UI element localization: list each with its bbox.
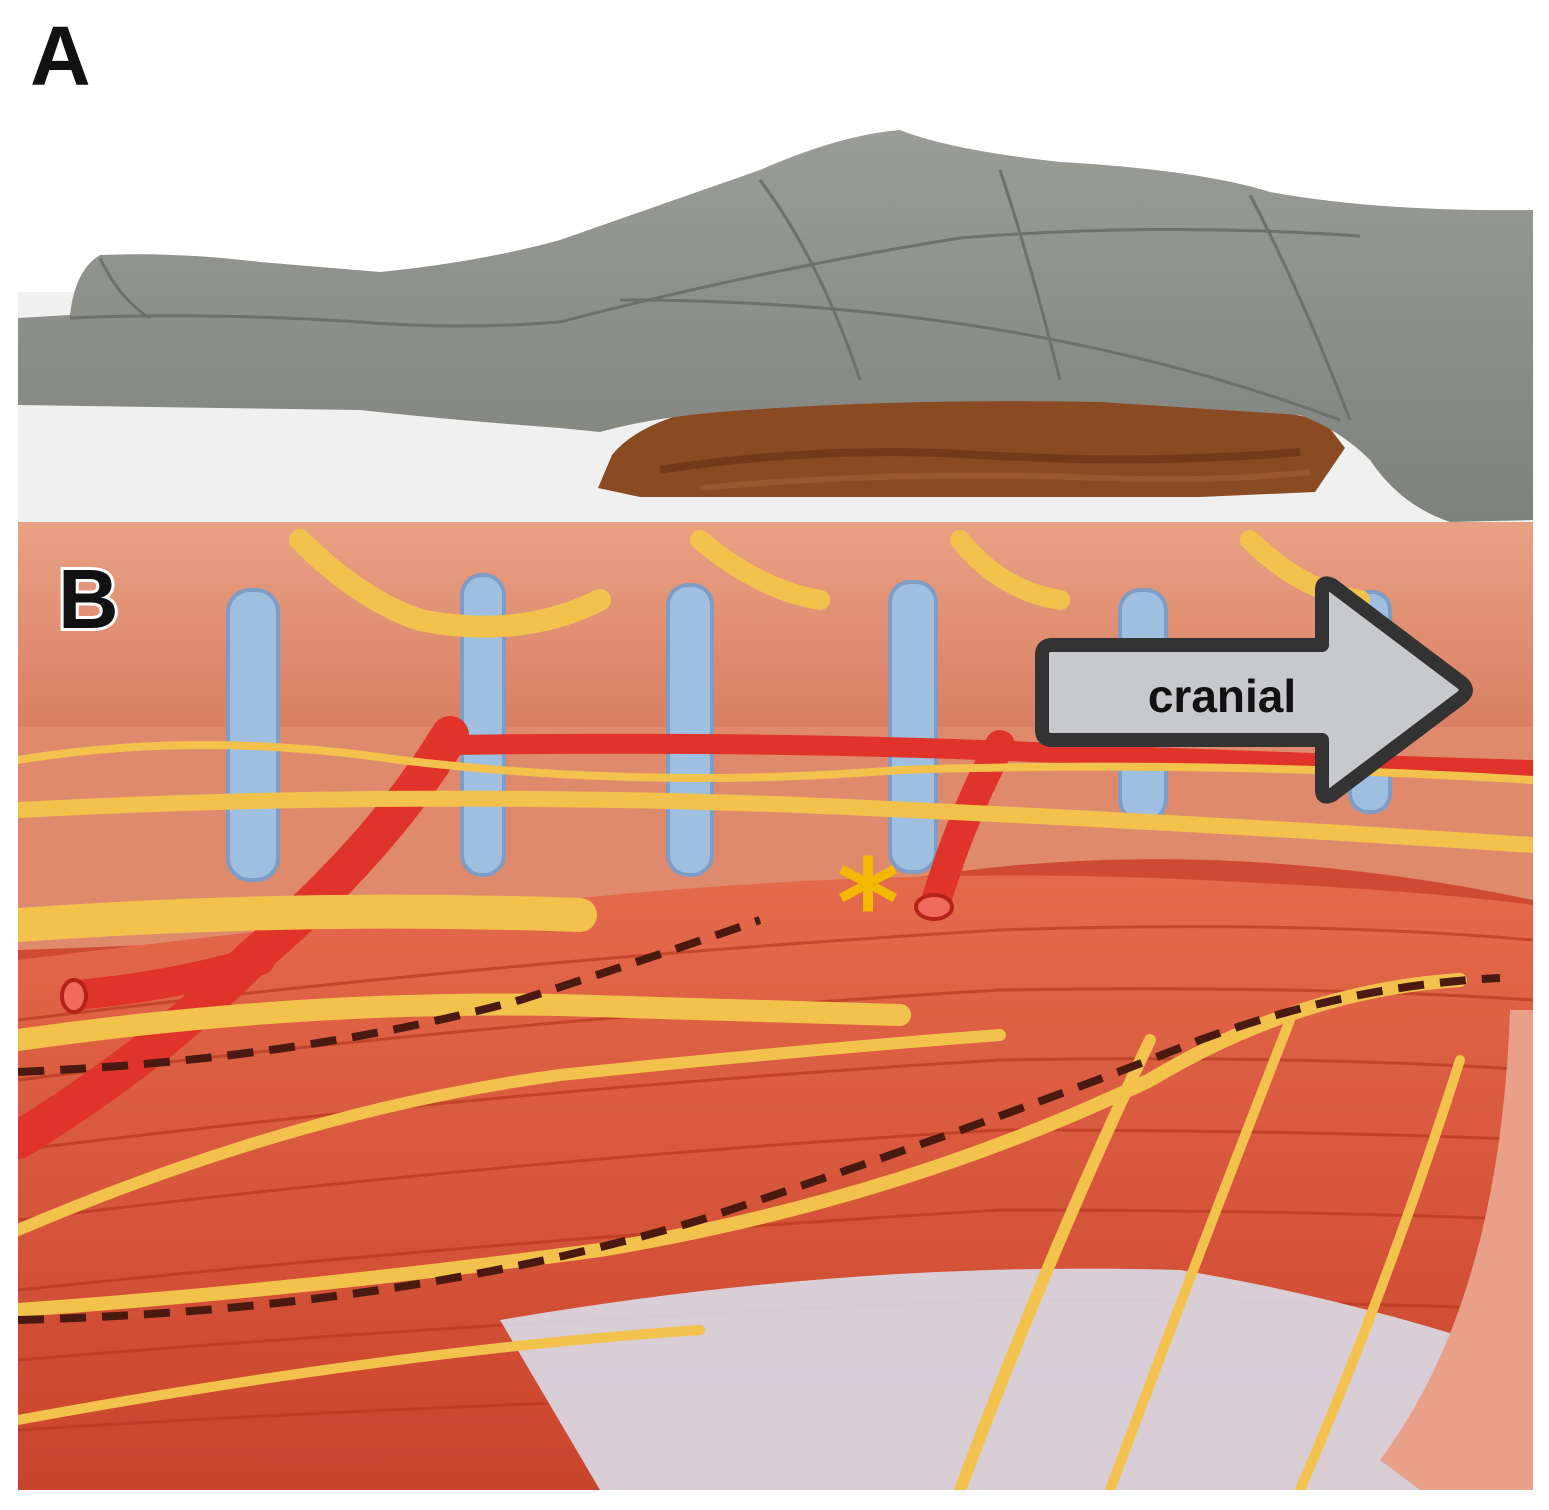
nerves <box>18 529 1533 1490</box>
artery-cut-end <box>60 978 88 1014</box>
panel-b: cranial * <box>18 522 1533 1490</box>
draped-patient <box>18 130 1533 522</box>
panel-label-a: A <box>30 9 91 103</box>
panel-label-b: B <box>58 552 119 646</box>
cranial-label: cranial <box>1148 670 1296 722</box>
arteries <box>18 716 1533 1159</box>
rib <box>1380 1010 1533 1490</box>
pleura <box>500 1268 1533 1490</box>
dashed-boundaries <box>18 916 1501 1324</box>
pillow <box>598 395 1345 497</box>
cranial-arrow: cranial <box>1035 576 1473 804</box>
asterisk-icon: * <box>837 835 900 974</box>
artery-cut-end <box>914 893 954 921</box>
panel-a <box>18 130 1533 522</box>
right-arrow-icon <box>1035 576 1473 804</box>
